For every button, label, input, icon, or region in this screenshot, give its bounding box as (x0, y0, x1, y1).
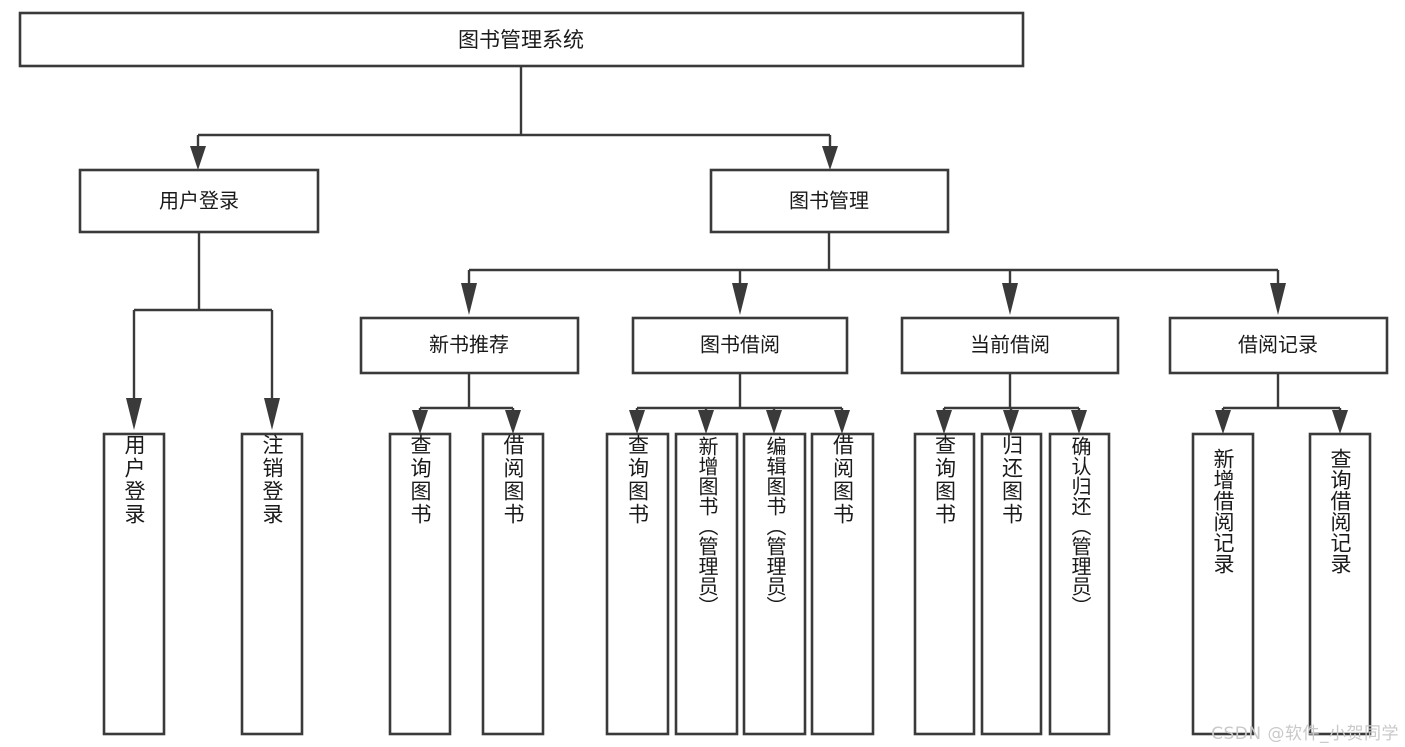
node-borrow-record[interactable]: 借阅记录 (1168, 316, 1389, 375)
arrowhead-leaf-borrow-book-2 (834, 410, 850, 434)
node-current-borrow-label: 当前借阅 (970, 333, 1050, 357)
node-book-borrow-label: 图书借阅 (700, 333, 780, 357)
node-new-book-rec-label: 新书推荐 (429, 333, 509, 357)
leaf-query-book-1-box[interactable] (388, 432, 452, 736)
leaf-borrow-book-2-box[interactable] (810, 432, 875, 736)
arrowhead-current-borrow (1002, 283, 1018, 315)
node-book-manage[interactable]: 图书管理 (709, 168, 950, 234)
node-borrow-record-label: 借阅记录 (1238, 333, 1318, 357)
node-book-manage-box[interactable] (709, 168, 950, 234)
node-book-manage-label: 图书管理 (789, 189, 869, 213)
arrowhead-borrow-record (1270, 283, 1286, 315)
arrowhead-leaf-query-book-2 (629, 410, 645, 434)
node-borrow-record-box[interactable] (1168, 316, 1389, 375)
arrowhead-leaf-query-record (1332, 410, 1348, 434)
leaf-query-book-3-box[interactable] (913, 432, 976, 736)
arrowhead-leaf-edit-book (766, 410, 782, 434)
leaf-edit-book-box[interactable] (742, 432, 807, 736)
node-root-box[interactable] (18, 11, 1025, 68)
node-book-borrow[interactable]: 图书借阅 (631, 316, 849, 375)
leaf-return-book-box[interactable] (980, 432, 1043, 736)
leaf-add-book-box[interactable] (674, 432, 739, 736)
arrowhead-user-login (190, 146, 206, 170)
leaf-query-book-2-box[interactable] (605, 432, 670, 736)
node-new-book-rec[interactable]: 新书推荐 (359, 316, 580, 375)
node-root[interactable]: 图书管理系统 (18, 11, 1025, 68)
leaf-logout-box[interactable] (240, 432, 304, 736)
arrowhead-new-book-rec (461, 283, 477, 315)
leaf-borrow-book-1-box[interactable] (481, 432, 545, 736)
node-new-book-rec-box[interactable] (359, 316, 580, 375)
node-current-borrow-box[interactable] (900, 316, 1120, 375)
node-current-borrow[interactable]: 当前借阅 (900, 316, 1120, 375)
arrowhead-leaf-borrow-book-1 (505, 410, 521, 434)
arrowhead-book-borrow (732, 283, 748, 315)
arrowhead-leaf-query-book-1 (412, 410, 428, 434)
node-book-borrow-box[interactable] (631, 316, 849, 375)
arrowhead-leaf-logout (264, 398, 280, 430)
leaf-user-login-box[interactable] (102, 432, 166, 736)
leaf-add-record-box[interactable] (1191, 432, 1255, 736)
node-user-login[interactable]: 用户登录 (78, 168, 320, 234)
arrowhead-leaf-add-record (1215, 410, 1231, 434)
arrowhead-book-manage (822, 146, 838, 170)
leaf-query-record-box[interactable] (1308, 432, 1372, 736)
arrowhead-leaf-add-book (698, 410, 714, 434)
leaf-confirm-return-box[interactable] (1048, 432, 1111, 736)
arrowhead-leaf-user-login (126, 398, 142, 430)
node-root-label: 图书管理系统 (458, 28, 584, 52)
arrowhead-leaf-confirm-return (1071, 410, 1087, 434)
node-user-login-label: 用户登录 (159, 189, 239, 213)
arrowhead-leaf-return-book (1003, 410, 1019, 434)
arrowhead-leaf-query-book-3 (936, 410, 952, 434)
